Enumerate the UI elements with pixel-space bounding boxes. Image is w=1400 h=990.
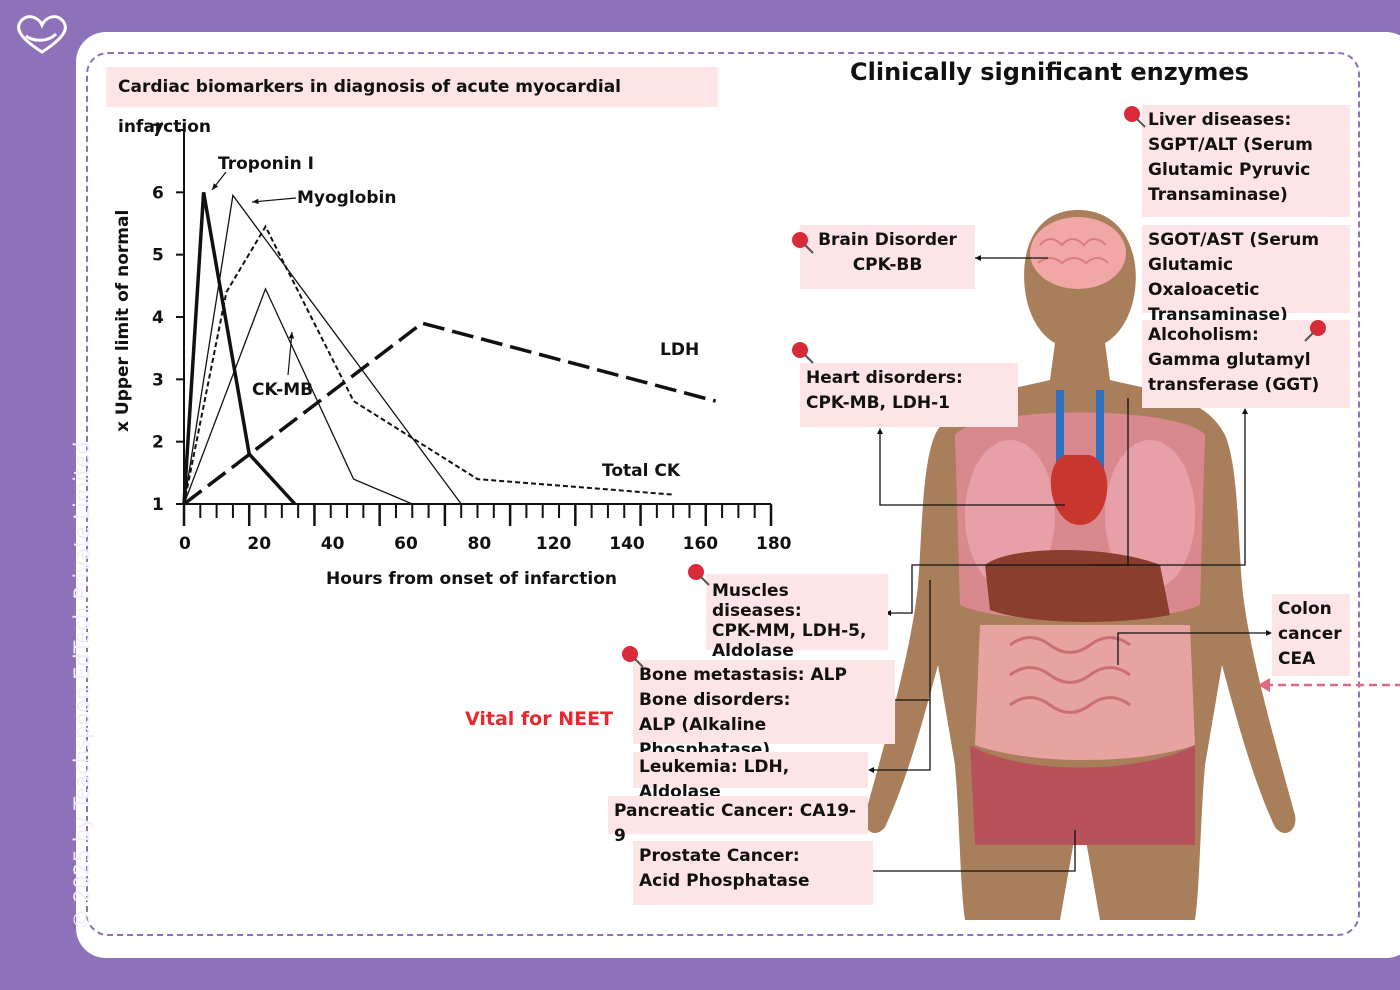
series-label: LDH [660, 340, 699, 360]
heart-box: Heart disorders: CPK-MB, LDH-1 [800, 363, 1018, 427]
x-tick-label: 60 [394, 534, 418, 554]
pancreatic-line-1: Pancreatic Cancer: CA19-9 [614, 801, 857, 846]
sgot-box: SGOT/AST (Serum Glutamic Oxaloacetic Tra… [1142, 225, 1350, 325]
pushpin-icon [792, 232, 814, 254]
alcohol-line-3: transferase (GGT) [1148, 375, 1320, 395]
alcohol-box: Alcoholism: Gamma glutamyl transferase (… [1142, 320, 1350, 408]
pancreatic-box: Pancreatic Cancer: CA19-9 [608, 796, 868, 846]
x-tick-label: 140 [609, 534, 645, 554]
muscle-line-3: Aldolase [712, 641, 794, 661]
alcohol-line-1: Alcoholism: [1148, 325, 1259, 345]
y-tick-label: 1 [152, 495, 164, 515]
liver-line-2: SGPT/ALT (Serum [1148, 135, 1313, 155]
y-tick-label: 3 [152, 370, 164, 390]
series-ck-mb [183, 287, 413, 505]
y-tick-label: 2 [152, 433, 164, 453]
bone-line-1: Bone metastasis: ALP [639, 665, 847, 685]
section-title: Clinically significant enzymes [850, 58, 1249, 86]
muscle-line-1: Muscles diseases: [712, 581, 802, 621]
colon-line-1: Colon [1278, 599, 1332, 619]
arrow-head [252, 198, 259, 205]
x-tick-label: 120 [536, 534, 572, 554]
pushpin-icon [792, 342, 814, 364]
x-tick-label: 160 [683, 534, 719, 554]
series-myoglobin [183, 193, 462, 505]
leukemia-box: Leukemia: LDH, Aldolase [633, 752, 868, 802]
arrow-head [212, 183, 219, 190]
muscle-box: Muscles diseases: CPK-MM, LDH-5, Aldolas… [706, 574, 888, 661]
pushpin-icon [622, 646, 644, 668]
prostate-line-2: Acid Phosphatase [639, 871, 810, 891]
series-label: Total CK [602, 461, 681, 481]
y-tick-label: 4 [152, 308, 164, 328]
y-tick-label: 5 [152, 246, 164, 266]
pushpin-icon [688, 564, 710, 586]
sgot-line-1: SGOT/AST (Serum [1148, 230, 1320, 250]
pushpin-icon [1124, 106, 1146, 128]
brain-line-2: CPK-BB [852, 255, 923, 275]
y-tick-label: 6 [152, 183, 164, 203]
x-axis-label: Hours from onset of infarction [326, 569, 617, 589]
muscle-line-2: CPK-MM, LDH-5, [712, 621, 867, 641]
colon-line-3: CEA [1278, 649, 1316, 669]
series-total-ck [183, 224, 674, 505]
prostate-line-1: Prostate Cancer: [639, 846, 800, 866]
dashed-frame [86, 52, 1360, 936]
series-label: CK-MB [252, 380, 313, 400]
colon-box: Colon cancer CEA [1272, 594, 1350, 676]
arrow-head [288, 332, 295, 339]
liver-line-1: Liver diseases: [1148, 110, 1292, 130]
heart-logo-icon [17, 15, 67, 54]
series-label: Troponin I [218, 154, 314, 174]
label-arrow [287, 331, 293, 376]
sgot-line-2: Glutamic Oxaloacetic [1148, 255, 1260, 300]
label-arrow [251, 197, 297, 203]
x-tick-label: 80 [468, 534, 492, 554]
vital-note: Vital for NEET [465, 708, 614, 730]
x-tick-label: 0 [179, 534, 191, 554]
bone-line-2: Bone disorders: [639, 690, 791, 710]
liver-line-4: Transaminase) [1148, 185, 1288, 205]
alcohol-line-2: Gamma glutamyl [1148, 350, 1311, 370]
brain-box: Brain Disorder CPK-BB [800, 225, 975, 289]
chart-title: Cardiac biomarkers in diagnosis of acute… [106, 67, 718, 137]
brain-line-1: Brain Disorder [818, 230, 957, 250]
prostate-box: Prostate Cancer: Acid Phosphatase [633, 841, 873, 905]
y-tick-label: 7 [152, 121, 164, 141]
liver-box: Liver diseases: SGPT/ALT (Serum Glutamic… [1142, 105, 1350, 217]
heart-line-1: Heart disorders: [806, 368, 963, 388]
x-tick-label: 180 [756, 534, 792, 554]
x-tick-label: 40 [321, 534, 345, 554]
liver-line-3: Glutamic Pyruvic [1148, 160, 1311, 180]
series-label: Myoglobin [297, 188, 396, 208]
bone-box: Bone metastasis: ALP Bone disorders: ALP… [633, 660, 895, 760]
series-ldh [182, 321, 717, 506]
x-tick-label: 20 [247, 534, 271, 554]
pushpin-icon [1304, 320, 1326, 342]
y-axis-label: x Upper limit of normal [113, 210, 133, 432]
colon-line-2: cancer [1278, 624, 1342, 644]
series-troponin-i [182, 191, 297, 506]
heart-line-2: CPK-MB, LDH-1 [806, 393, 950, 413]
